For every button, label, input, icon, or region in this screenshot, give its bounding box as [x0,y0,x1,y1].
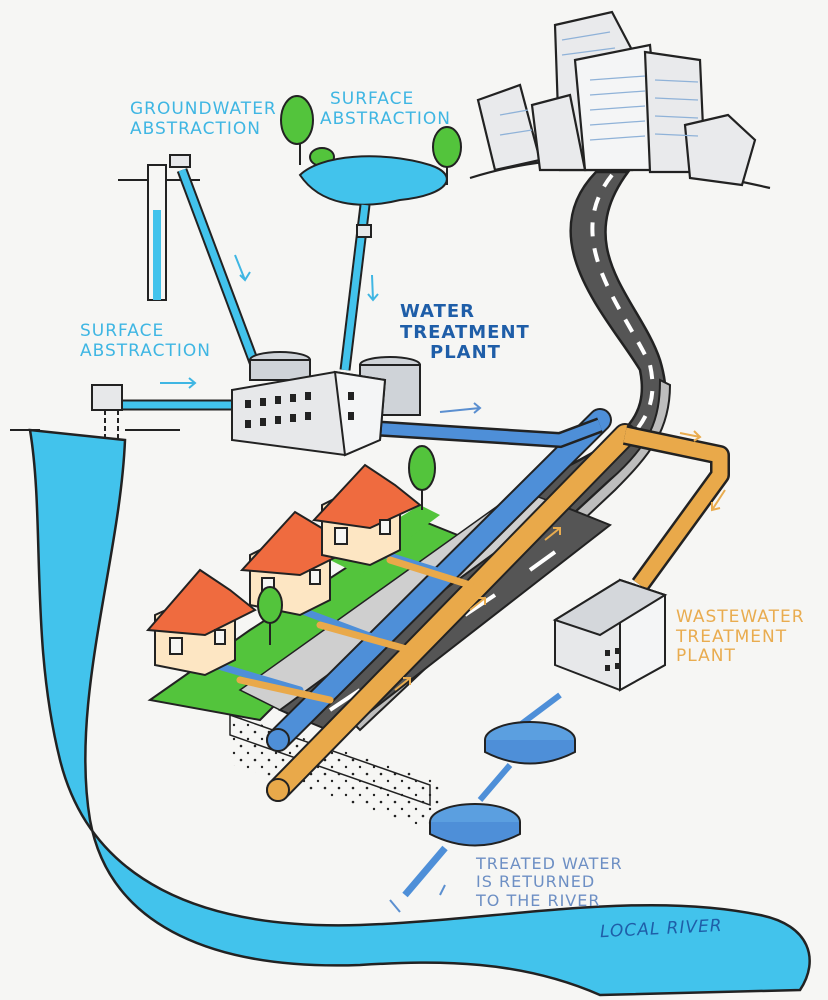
label-groundwater-abstraction: GROUNDWATER ABSTRACTION [130,99,277,139]
label-surface-abstraction-left: SURFACE ABSTRACTION [80,321,211,361]
lake [298,155,448,206]
flow-arrows [160,254,726,913]
plant-to-street-pipe [369,417,603,449]
wastewater-treatment-plant-building [552,578,668,692]
trees [257,95,462,645]
lake-intake [356,224,372,238]
house-1 [145,568,257,677]
wastewater-pipe-end [266,778,290,802]
local-river [28,428,811,997]
clean-water-main [266,408,612,752]
tower-2 [476,83,542,172]
tree-small [257,586,283,645]
groundwater-well [118,154,200,301]
clean-water-pipe-end [266,728,290,752]
city-skyline [469,10,771,190]
label-water-treatment-plant: WATER TREATMENT PLANT [400,301,530,364]
tower-6 [683,113,757,187]
tree-near-houses [408,445,436,510]
tower-4 [530,93,587,172]
houses [145,463,422,677]
tree-by-lake-2 [432,126,462,185]
water-treatment-plant-building [231,351,421,457]
sewer-to-wwtp-pipe [622,425,730,591]
label-wastewater-treatment-plant: WASTEWATER TREATMENT PLANT [676,607,805,667]
house-3 [311,463,422,567]
label-surface-abstraction-top: SURFACE ABSTRACTION [320,89,451,129]
house-connections [211,546,474,704]
label-treated-water: TREATED WATER IS RETURNED TO THE RIVER [476,854,623,910]
settling-tanks [402,692,576,898]
tree-by-lake-1 [280,95,314,165]
wastewater-main [266,423,637,802]
